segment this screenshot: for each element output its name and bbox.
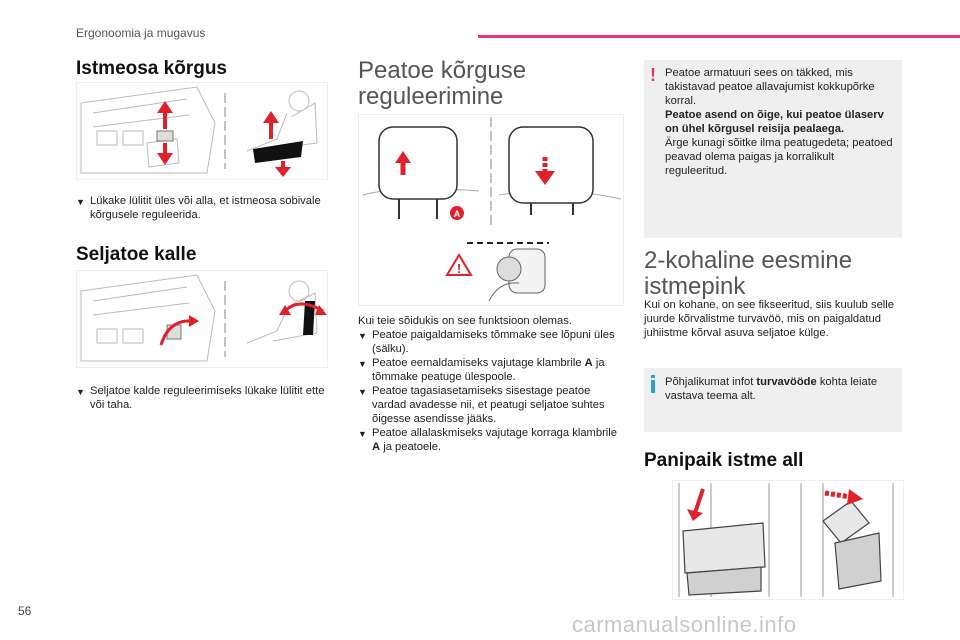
seat-height-instruction: ▼Lükake lülitit üles või alla, et istmeo… bbox=[76, 195, 321, 221]
bullet-icon: ▼ bbox=[358, 359, 367, 369]
two-seat-title-line2: istmepink bbox=[644, 273, 746, 300]
two-seat-title: 2-kohaline eesmine istmepink bbox=[644, 248, 852, 300]
under-seat-title: Panipaik istme all bbox=[644, 450, 804, 471]
list-item: ▼Peatoe allalaskmiseks vajutage korraga … bbox=[358, 427, 617, 453]
headrest-title-line2: reguleerimine bbox=[358, 83, 504, 110]
warning-paragraph: Peatoe armatuuri sees on täkked, mis tak… bbox=[665, 67, 875, 107]
page-number: 56 bbox=[18, 604, 32, 618]
bullet-icon: ▼ bbox=[76, 387, 85, 397]
headrest-intro: Kui teie sõidukis on see funktsioon olem… bbox=[358, 315, 572, 327]
headrest-title-line1: Peatoe kõrguse bbox=[358, 57, 527, 84]
backrest-title: Seljatoe kalle bbox=[76, 244, 197, 265]
header-accent-bar bbox=[478, 35, 960, 38]
bullet-icon: ▼ bbox=[358, 429, 367, 439]
list-item: ▼Peatoe tagasiasetamiseks sisestage peat… bbox=[358, 385, 605, 425]
warning-paragraph-bold: Peatoe asend on õige, kui peatoe ülaserv… bbox=[665, 109, 884, 135]
info-icon bbox=[651, 375, 655, 393]
headrest-figure: A ! bbox=[358, 114, 624, 306]
bullet-icon: ▼ bbox=[358, 387, 367, 397]
info-box: Põhjalikumat infot turvavööde kohta leia… bbox=[644, 368, 902, 432]
bullet-icon: ▼ bbox=[358, 331, 367, 341]
seat-height-figure bbox=[76, 82, 328, 180]
section-header: Ergonoomia ja mugavus bbox=[76, 26, 206, 40]
list-item: ▼Peatoe paigaldamiseks tõmmake see lõpun… bbox=[358, 329, 615, 355]
warning-paragraph: Ärge kunagi sõitke ilma peatugedeta; pea… bbox=[665, 137, 893, 177]
warning-box: ! Peatoe armatuuri sees on täkked, mis t… bbox=[644, 60, 902, 238]
watermark: carmanualsonline.info bbox=[572, 612, 797, 637]
headrest-instructions: ▼Peatoe paigaldamiseks tõmmake see lõpun… bbox=[358, 328, 622, 454]
bullet-icon: ▼ bbox=[76, 197, 85, 207]
seat-height-title: Istmeosa kõrgus bbox=[76, 58, 227, 79]
backrest-instruction: ▼Seljatoe kalde reguleerimiseks lükake l… bbox=[76, 385, 325, 411]
list-item: ▼Peatoe eemaldamiseks vajutage klambrile… bbox=[358, 357, 605, 383]
svg-text:!: ! bbox=[457, 261, 461, 276]
headrest-title: Peatoe kõrguse reguleerimine bbox=[358, 58, 526, 110]
under-seat-storage-figure bbox=[672, 480, 904, 600]
backrest-figure bbox=[76, 270, 328, 368]
clip-a-label: A bbox=[454, 209, 461, 219]
warning-icon: ! bbox=[650, 65, 656, 85]
two-seat-body: Kui on kohane, on see fikseeritud, siis … bbox=[644, 299, 895, 339]
two-seat-title-line1: 2-kohaline eesmine bbox=[644, 247, 853, 274]
